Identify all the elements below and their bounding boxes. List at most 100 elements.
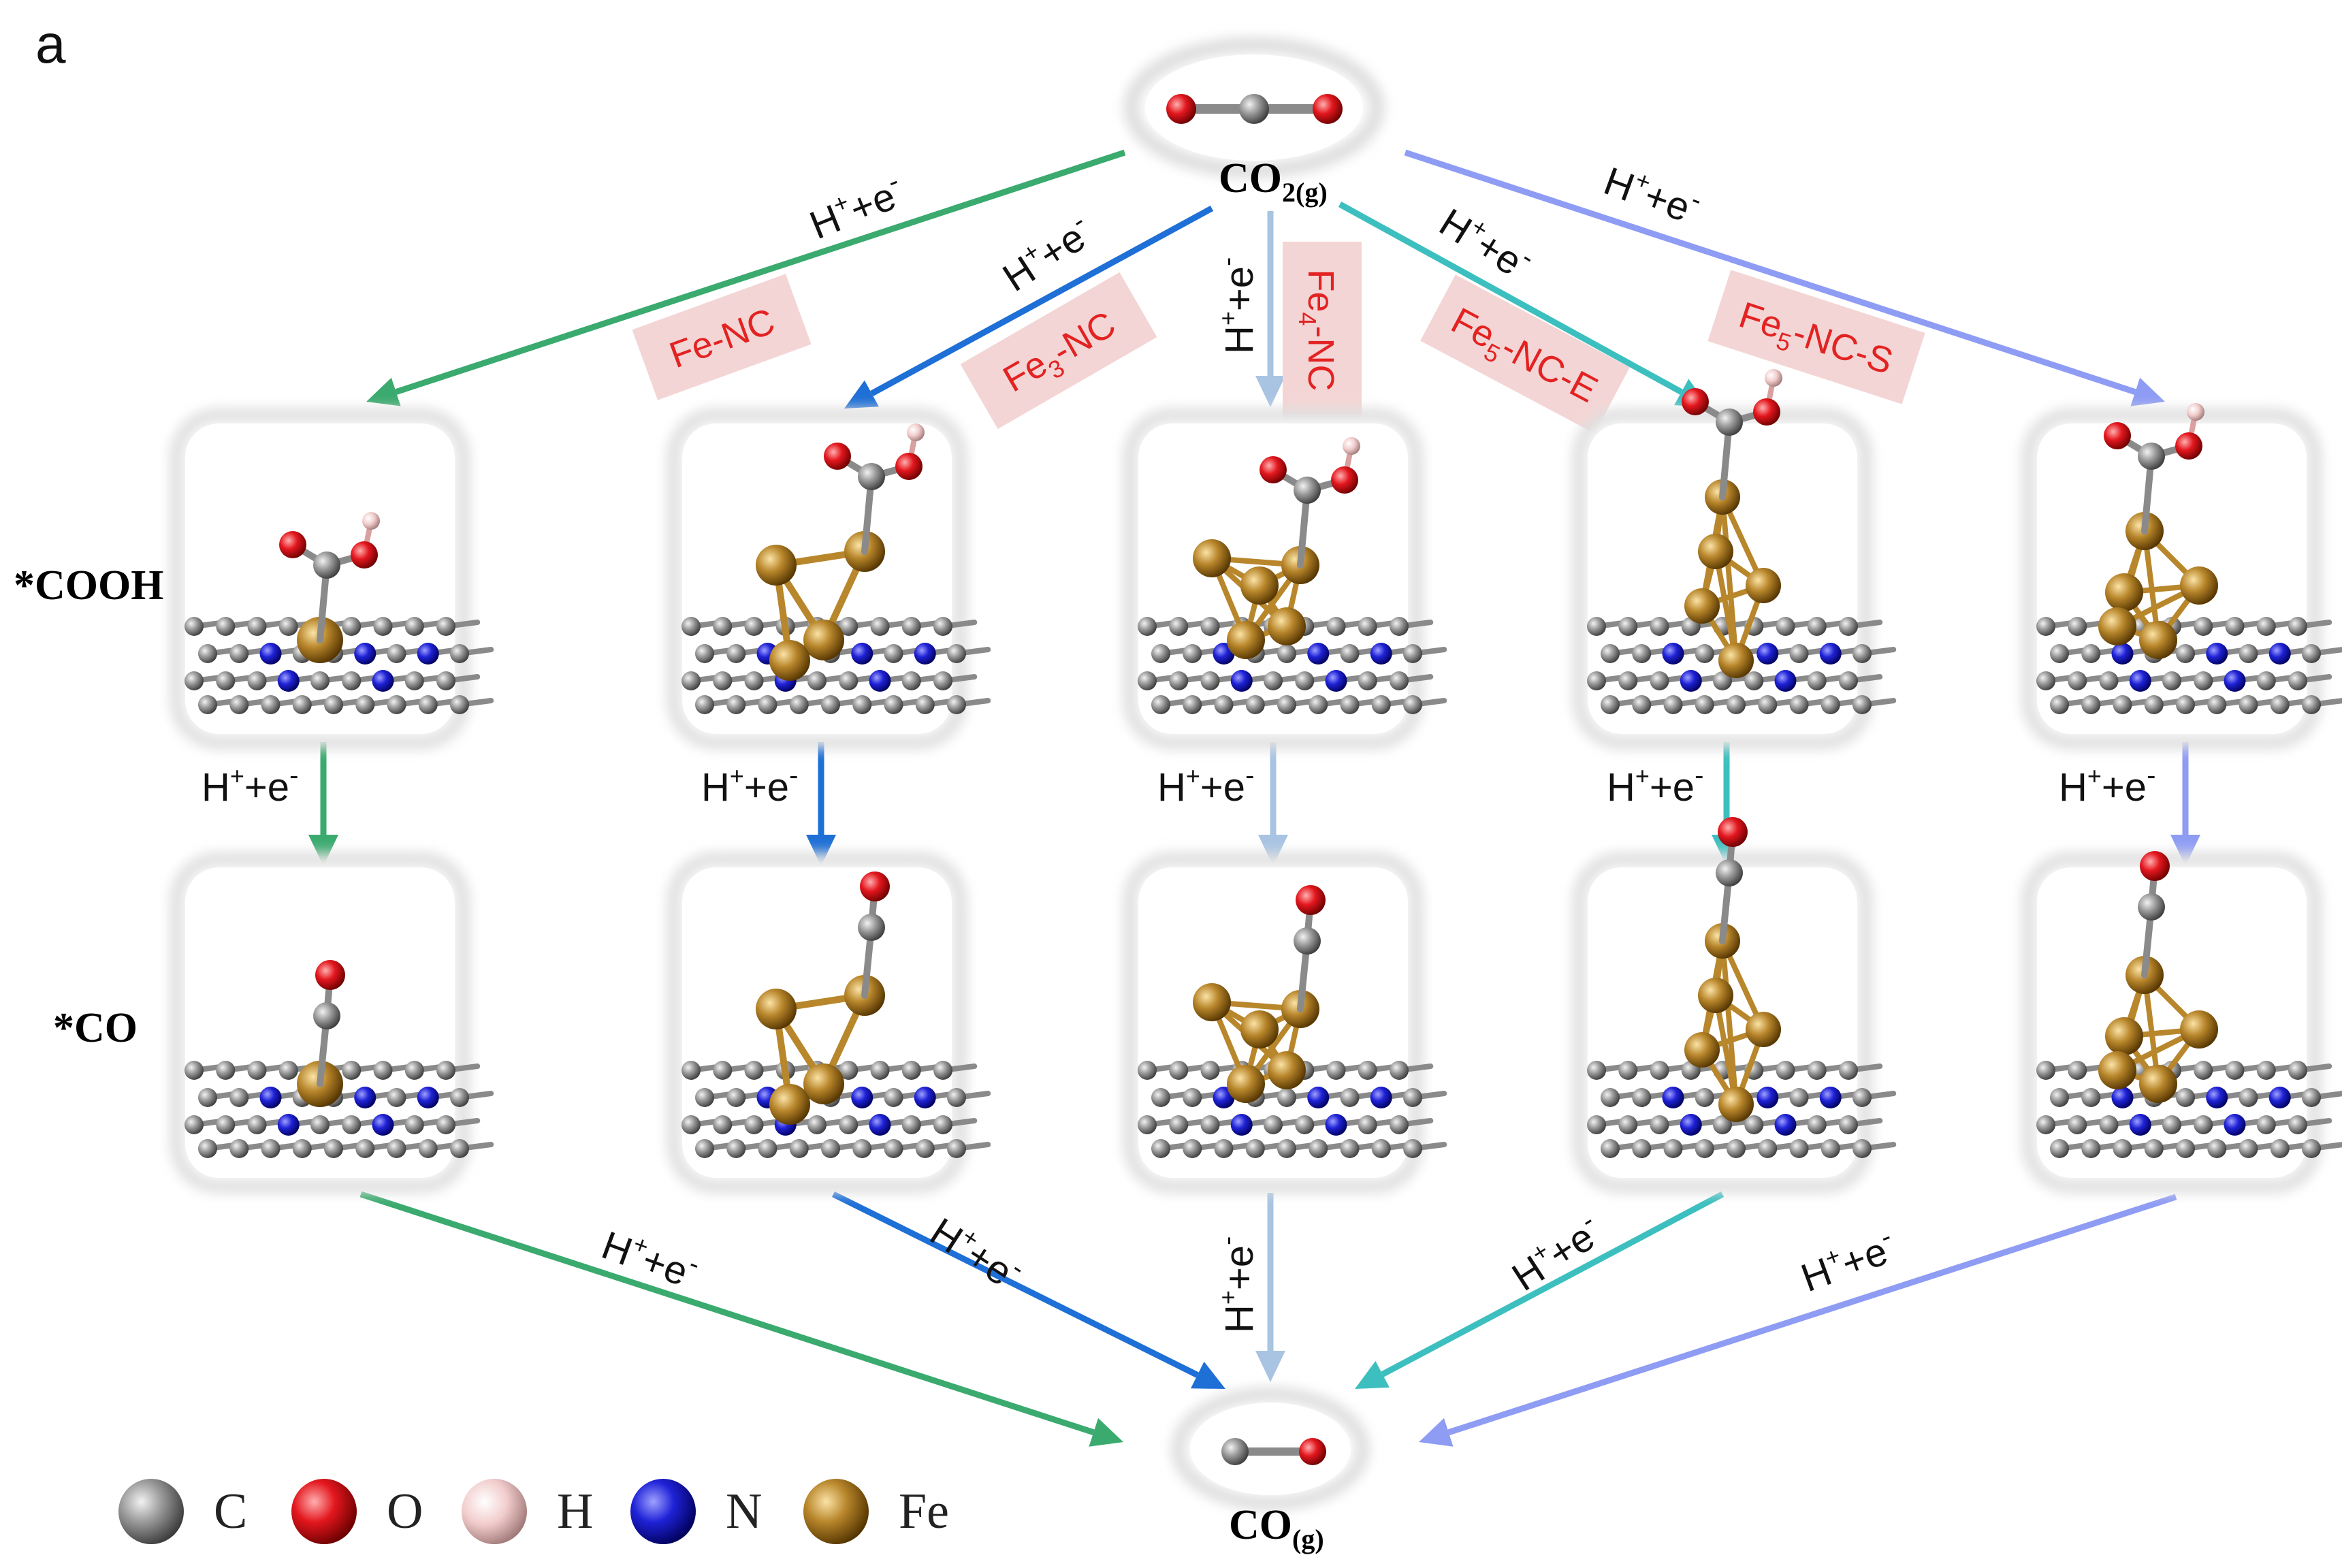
atom-c xyxy=(1695,644,1714,663)
atom-c xyxy=(1403,1139,1422,1158)
atom-n xyxy=(1680,1114,1702,1136)
arrow-co-to-gas xyxy=(831,1191,1225,1389)
atom-c xyxy=(247,1115,267,1134)
atom-c xyxy=(310,671,330,690)
atom-c xyxy=(1727,1139,1746,1158)
atom-n xyxy=(259,1087,282,1108)
atom-c xyxy=(1340,644,1360,663)
atom-c xyxy=(884,695,903,714)
atom-c xyxy=(1650,1115,1669,1134)
atom-c xyxy=(2176,1088,2195,1107)
atom-c xyxy=(1358,1061,1377,1080)
atom-n xyxy=(1662,1087,1684,1108)
atom-o xyxy=(351,541,378,569)
atom-c xyxy=(2050,695,2069,714)
cooh-structure-panel xyxy=(170,409,494,749)
atom-n xyxy=(1757,643,1779,665)
atom-c xyxy=(1839,1061,1858,1080)
atom-c xyxy=(695,644,714,663)
atom-c xyxy=(1214,695,1234,714)
atom-c xyxy=(387,695,406,714)
atom-n xyxy=(2268,643,2291,665)
atom-c xyxy=(1776,1061,1795,1080)
atom-c xyxy=(2256,671,2276,690)
atom-c xyxy=(450,695,469,714)
co-structure-panel xyxy=(2022,851,2342,1193)
atom-h xyxy=(362,512,380,530)
atom-c xyxy=(1744,671,1764,690)
atom-c xyxy=(355,1139,375,1158)
atom-c xyxy=(681,1061,701,1080)
atom-h xyxy=(2187,403,2204,421)
catalyst-label: Fe4-NC xyxy=(1283,242,1362,419)
atom-c xyxy=(2036,1115,2055,1134)
atom-c xyxy=(355,695,375,714)
atom-c xyxy=(713,1061,733,1080)
legend-item: C xyxy=(118,1479,247,1544)
atom-c xyxy=(821,1139,840,1158)
atom-c xyxy=(1371,695,1391,714)
atom-fe xyxy=(1268,607,1306,645)
atom-c xyxy=(1839,671,1858,690)
atom-c xyxy=(2239,695,2258,714)
atom-c xyxy=(1852,644,1872,663)
atom-c xyxy=(1169,671,1189,690)
atom-c xyxy=(2113,1139,2132,1158)
atom-c xyxy=(198,1088,217,1107)
co-structure-panel xyxy=(667,852,991,1193)
atom-c xyxy=(2194,1115,2213,1134)
atom-c xyxy=(1632,1088,1652,1107)
panel-letter: a xyxy=(35,14,66,74)
atom-n xyxy=(2268,1087,2291,1108)
atom-c xyxy=(2225,1061,2245,1080)
atom-c xyxy=(1695,1088,1714,1107)
atom-c xyxy=(2068,1061,2087,1080)
atom-c xyxy=(1183,1088,1202,1107)
atom-c xyxy=(387,1088,406,1107)
atom-c xyxy=(1340,1139,1360,1158)
atom-c xyxy=(695,695,714,714)
co-gas-molecule xyxy=(1172,1388,1369,1510)
catalyst-label: Fe5-NC-E xyxy=(1420,274,1630,434)
atom-c xyxy=(1358,1115,1377,1134)
atom-n xyxy=(2206,643,2228,665)
atom-h xyxy=(907,423,925,441)
atom-o xyxy=(1753,398,1780,426)
atom-c xyxy=(1716,409,1743,436)
atom-c xyxy=(1807,617,1827,636)
atom-c xyxy=(1295,1115,1315,1134)
atom-c xyxy=(450,644,469,663)
atom-fe xyxy=(2105,1017,2143,1055)
atom-c xyxy=(1789,644,1809,663)
atom-c xyxy=(1390,617,1409,636)
atom-c xyxy=(807,1115,827,1134)
atom-n xyxy=(277,670,300,692)
atom-c xyxy=(1277,1139,1296,1158)
atom-c xyxy=(2207,695,2227,714)
atom-c xyxy=(2036,671,2055,690)
atom-c xyxy=(342,671,362,690)
atom-c xyxy=(1650,1061,1669,1080)
atom-c xyxy=(2288,1061,2307,1080)
atom-c xyxy=(2099,671,2119,690)
atom-c xyxy=(1587,617,1606,636)
atom-c xyxy=(695,1088,714,1107)
atom-n xyxy=(1757,1087,1779,1108)
atom-fe xyxy=(1227,1065,1265,1103)
atom-c xyxy=(1200,617,1220,636)
step-label: H++e- xyxy=(2059,761,2155,810)
atom-c xyxy=(2302,1088,2321,1107)
step-label: H++e- xyxy=(802,166,910,248)
atom-c xyxy=(839,671,859,690)
atom-c xyxy=(1358,617,1377,636)
atom-c xyxy=(292,695,312,714)
atom-c xyxy=(1807,671,1827,690)
atom-c xyxy=(2138,443,2165,470)
atom-n xyxy=(1662,643,1684,665)
atom-c xyxy=(1403,695,1422,714)
atom-c xyxy=(1632,695,1652,714)
atom-n xyxy=(372,1114,394,1136)
atom-c xyxy=(789,695,809,714)
atom-c xyxy=(2050,1088,2069,1107)
atom-c xyxy=(2194,1061,2213,1080)
